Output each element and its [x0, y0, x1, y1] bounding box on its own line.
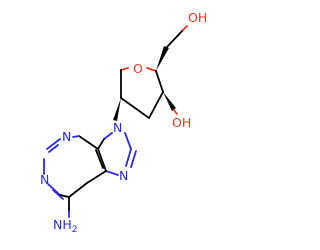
bond-c6-c5 [68, 182, 88, 198]
wedge-bond-n9 [113, 98, 121, 121]
bond-ring-bottom-left [120, 97, 150, 119]
hydroxymethyl-group: OH [156, 10, 207, 71]
bond-c6 [59, 194, 70, 198]
amine-nh-label: NH [53, 217, 72, 232]
glycosidic-bond [113, 98, 121, 121]
hydroxyl-oh-label: OH [172, 115, 191, 130]
hydroxyl-group: OH [163, 92, 191, 130]
bond-c5-c4 [97, 148, 107, 172]
molecule-diagram: OH O OH N N N N [40, 10, 207, 235]
bond-ring-o-left [120, 67, 129, 71]
bond-ring-right-side [155, 70, 164, 93]
adenine-base: N N N N NH2 [40, 120, 137, 235]
sugar-ring [120, 67, 164, 119]
bond-c5-c4-inner [95, 149, 104, 169]
bond-n1-c6 [47, 183, 61, 196]
bond-n1-c6-double [52, 189, 64, 200]
amine-label: NH2 [53, 217, 77, 235]
bond-oh-red [173, 109, 178, 115]
bond-n3-c2 [46, 138, 61, 150]
n9-label: N [113, 120, 122, 135]
bond-c4-n3 [78, 135, 99, 150]
wedge-bond-oh [163, 92, 176, 111]
n1-label: N [40, 172, 49, 187]
bond-ring-bottom-right [148, 91, 164, 119]
bond-n9-c8 [124, 132, 132, 150]
bond-n7-c5 [105, 170, 119, 176]
bond-ring-o-right [146, 67, 157, 72]
bond-n3-c2-double [48, 144, 59, 153]
bond-n9-c4 [103, 132, 113, 140]
bond-c8-n7 [125, 148, 132, 167]
hydroxymethyl-oh-label: OH [188, 10, 207, 25]
amine-subscript: 2 [72, 225, 78, 235]
bond-c4-n9-dark [97, 138, 105, 150]
molecule-structure-canvas: OH O OH N N N N [40, 10, 207, 235]
bond-ch2-o [166, 29, 184, 48]
wedge-bond-ch2 [156, 46, 169, 71]
bond-c5-junction [86, 170, 107, 184]
n3-label: N [62, 129, 71, 144]
n7-label: N [119, 168, 128, 183]
bond-c8-n7-double [130, 150, 137, 168]
ring-oxygen-label: O [133, 61, 143, 76]
bond-n3-red [72, 135, 80, 138]
bond-ch2-o-red [182, 25, 188, 31]
